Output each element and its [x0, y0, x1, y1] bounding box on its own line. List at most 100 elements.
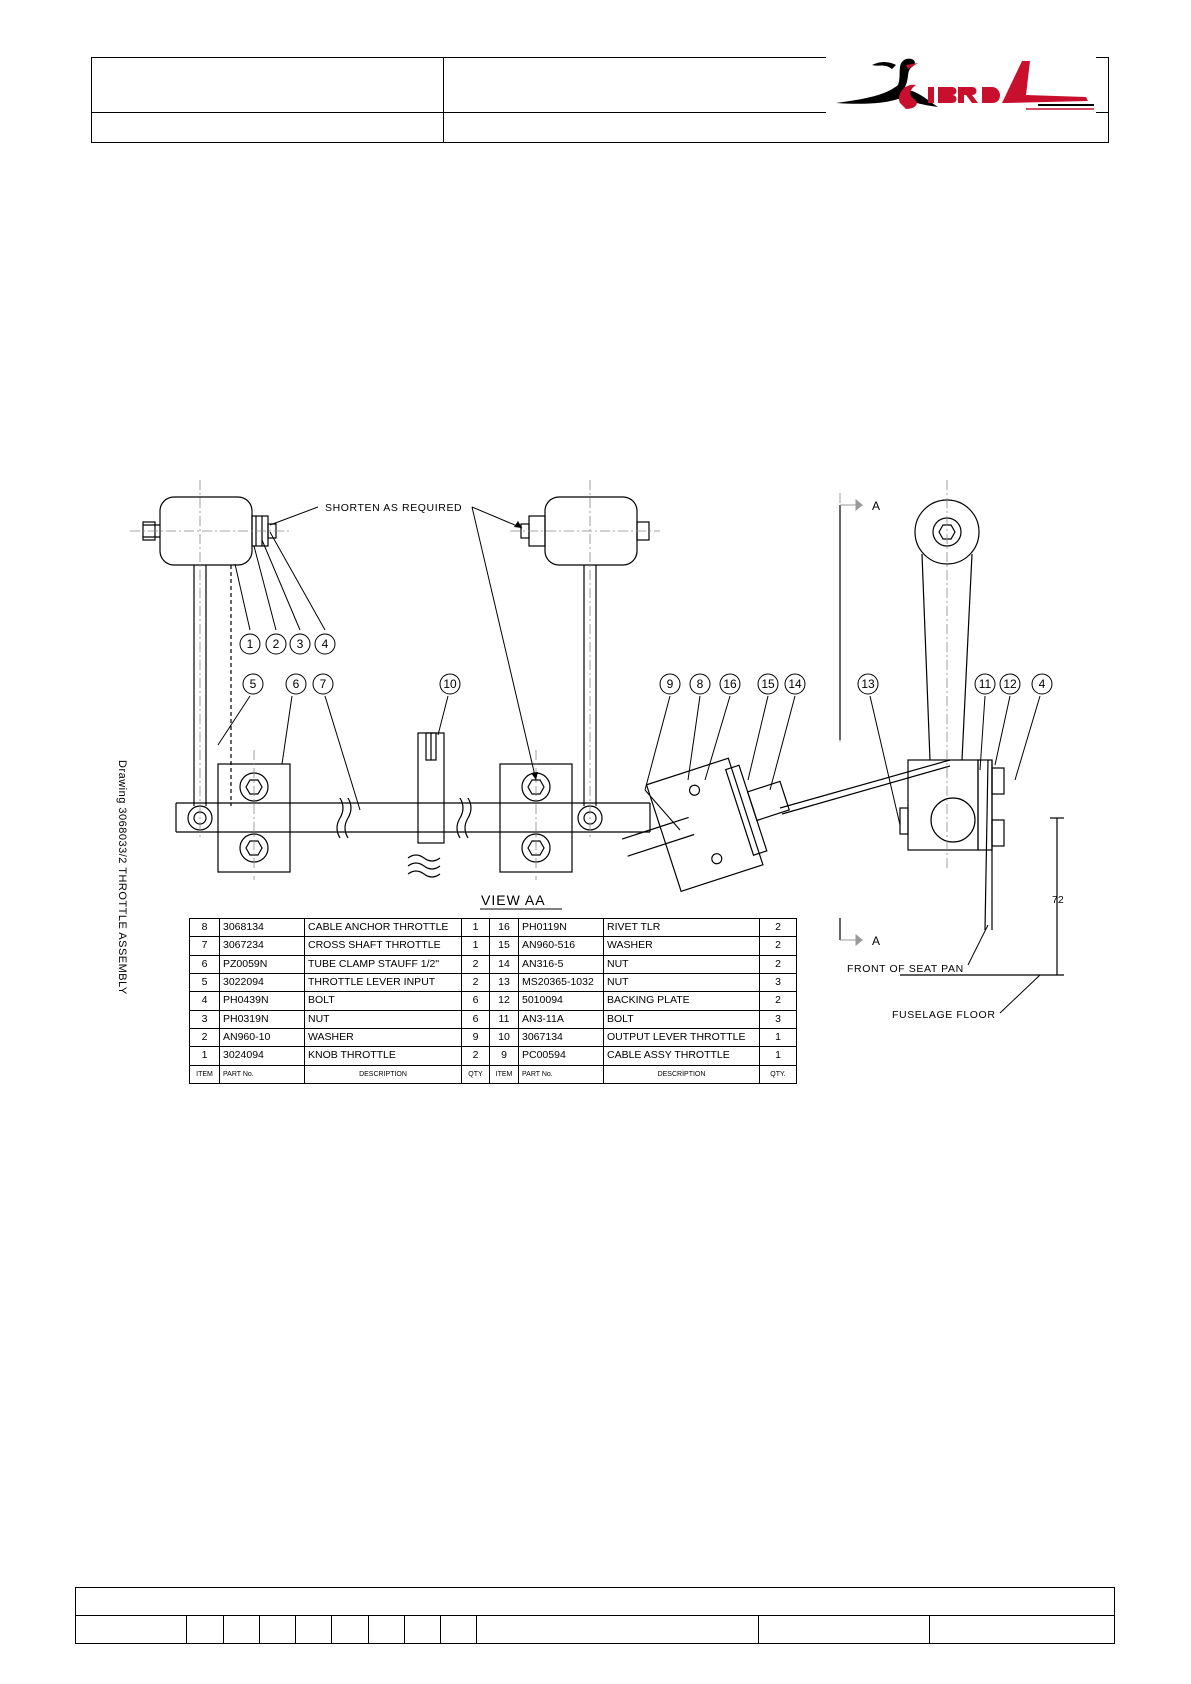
balloon-6: 6 — [293, 677, 300, 691]
table-cell: 3 — [189, 1009, 220, 1029]
table-cell: 14 — [489, 954, 519, 974]
table-cell: AN316-5 — [518, 954, 604, 974]
table-cell: 3068134 — [219, 917, 305, 938]
table-cell: 12 — [489, 991, 519, 1011]
table-cell: BOLT — [304, 991, 462, 1011]
table-cell: 2 — [759, 936, 797, 956]
table-cell: 4 — [189, 991, 220, 1011]
table-cell: PC00594 — [518, 1046, 604, 1066]
balloon-13: 13 — [861, 677, 875, 691]
table-cell: 6 — [461, 1009, 490, 1029]
table-cell: MS20365-1032 — [518, 972, 604, 993]
table-cell: 1 — [189, 1046, 220, 1066]
table-cell: 1 — [461, 936, 490, 956]
table-cell: 1 — [759, 1027, 797, 1048]
balloon-2: 2 — [273, 637, 280, 651]
table-cell: NUT — [603, 972, 760, 993]
table-cell: 2 — [461, 1046, 490, 1066]
table-cell: 10 — [489, 1027, 519, 1048]
table-cell: PZ0059N — [219, 954, 305, 974]
table-cell: PH0319N — [219, 1009, 305, 1029]
view-title: VIEW AA — [481, 892, 546, 908]
table-header-cell: QTY. — [759, 1064, 797, 1085]
table-cell: 6 — [461, 991, 490, 1011]
shorten-note: SHORTEN AS REQUIRED — [325, 502, 462, 514]
footer-divider-horizontal — [76, 1615, 1114, 1616]
table-cell: 9 — [489, 1046, 519, 1066]
table-cell: 6 — [189, 954, 220, 974]
document-footer — [75, 1587, 1115, 1644]
dimension-72: 72 — [1052, 894, 1064, 906]
balloon-16: 16 — [723, 677, 737, 691]
section-marker-bottom: A — [872, 934, 880, 948]
table-cell: 1 — [759, 1046, 797, 1066]
table-cell: 16 — [489, 917, 519, 938]
table-header-cell: DESCRIPTION — [304, 1064, 462, 1085]
balloon-8: 8 — [697, 677, 704, 691]
table-header-cell: PART No. — [219, 1064, 305, 1085]
table-cell: 8 — [189, 917, 220, 938]
table-cell: CABLE ANCHOR THROTTLE — [304, 917, 462, 938]
table-cell: 15 — [489, 936, 519, 956]
table-cell: PH0119N — [518, 917, 604, 938]
table-cell: 2 — [759, 991, 797, 1011]
table-cell: 3022094 — [219, 972, 305, 993]
table-cell: 2 — [759, 917, 797, 938]
table-cell: WASHER — [304, 1027, 462, 1048]
table-cell: NUT — [304, 1009, 462, 1029]
document-header — [91, 55, 1109, 143]
balloon-12: 12 — [1003, 677, 1017, 691]
balloon-5: 5 — [250, 677, 257, 691]
table-cell: TUBE CLAMP STAUFF 1/2" — [304, 954, 462, 974]
sabira-logo — [826, 55, 1096, 115]
table-cell: AN3-11A — [518, 1009, 604, 1029]
balloon-9: 9 — [667, 677, 674, 691]
balloon-3: 3 — [297, 637, 304, 651]
table-cell: CROSS SHAFT THROTTLE — [304, 936, 462, 956]
table-cell: 7 — [189, 936, 220, 956]
table-cell: 11 — [489, 1009, 519, 1029]
balloon-10: 10 — [443, 677, 457, 691]
balloon-14: 14 — [788, 677, 802, 691]
table-cell: 3067234 — [219, 936, 305, 956]
table-cell: BOLT — [603, 1009, 760, 1029]
table-header-cell: DESCRIPTION — [603, 1064, 760, 1085]
balloon-4b: 4 — [1039, 677, 1046, 691]
table-cell: 3 — [759, 1009, 797, 1029]
table-header-cell: ITEM — [489, 1064, 519, 1085]
table-cell: 2 — [461, 972, 490, 993]
balloon-15: 15 — [761, 677, 775, 691]
table-cell: NUT — [603, 954, 760, 974]
cable-anchor-view — [621, 757, 791, 893]
logo-graphic — [836, 58, 1094, 110]
table-cell: 3067134 — [518, 1027, 604, 1048]
table-cell: 3024094 — [219, 1046, 305, 1066]
table-cell: AN960-516 — [518, 936, 604, 956]
table-cell: PH0439N — [219, 991, 305, 1011]
table-cell: 2 — [759, 954, 797, 974]
table-cell: AN960-10 — [219, 1027, 305, 1048]
table-header-cell: PART No. — [518, 1064, 604, 1085]
drawing-number-label: Drawing 3068033/2 THROTTLE ASSEMBLY — [116, 760, 128, 995]
balloon-4: 4 — [322, 637, 329, 651]
table-cell: 13 — [489, 972, 519, 993]
table-cell: OUTPUT LEVER THROTTLE — [603, 1027, 760, 1048]
balloon-7: 7 — [320, 677, 327, 691]
table-cell: RIVET TLR — [603, 917, 760, 938]
table-header-cell: ITEM — [189, 1064, 220, 1085]
balloon-11: 11 — [979, 677, 992, 691]
section-marker-top: A — [872, 499, 880, 513]
header-divider-vertical — [443, 58, 444, 142]
table-cell: CABLE ASSY THROTTLE — [603, 1046, 760, 1066]
